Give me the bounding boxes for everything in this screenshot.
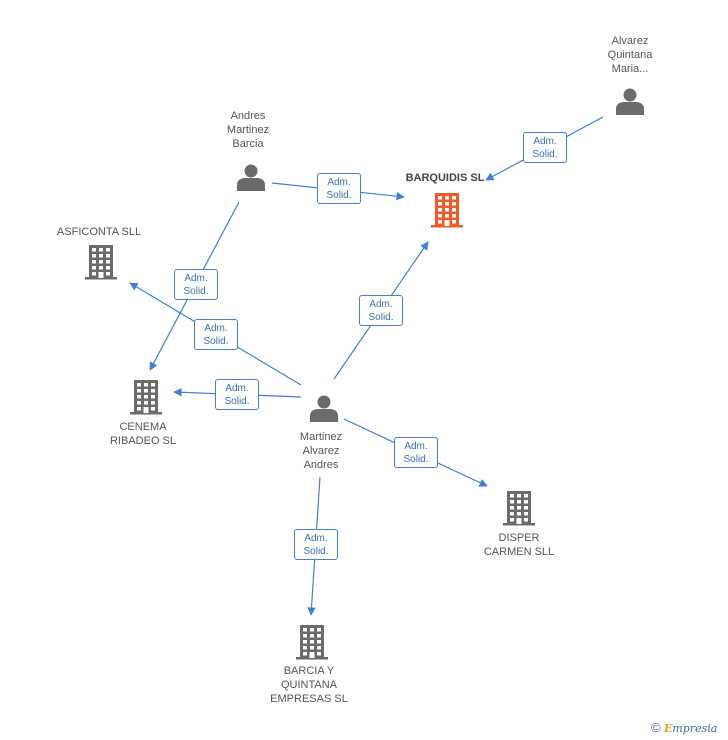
building-icon-cenema[interactable] (130, 380, 162, 415)
edge-label-line: Solid. (203, 336, 229, 347)
edge-label-line: Solid. (303, 546, 329, 557)
node-label-line: Quintana (607, 49, 653, 61)
node-label-barcia_q[interactable]: BARCIA Y QUINTANA EMPRESAS SL (249, 664, 369, 706)
person-icon-andres[interactable] (237, 164, 265, 192)
node-label-barquidis[interactable]: BARQUIDIS SL (385, 171, 505, 185)
node-label-line: BARQUIDIS SL (405, 172, 485, 184)
node-label-asficonta[interactable]: ASFICONTA SLL (39, 225, 159, 239)
edge-label-line: Adm. (533, 136, 557, 147)
person-icon-alvarez[interactable] (616, 88, 644, 116)
building-icon-barquidis[interactable] (431, 193, 463, 228)
brand-logo: Empresia (663, 722, 718, 735)
node-label-line: Barcia (232, 138, 264, 150)
person-icon-martinez[interactable] (310, 395, 338, 423)
node-label-cenema[interactable]: CENEMA RIBADEO SL (88, 420, 198, 448)
edge-label-line: Adm. (304, 533, 328, 544)
building-icon-barcia_q[interactable] (296, 625, 328, 660)
node-label-line: EMPRESAS SL (270, 693, 348, 705)
edge-label-line: Solid. (532, 149, 558, 160)
edge-label-line: Adm. (225, 383, 249, 394)
edge-label-line: Solid. (224, 396, 250, 407)
node-label-line: Alvarez (302, 445, 340, 457)
edge-label-martinez-to-barquidis[interactable]: Adm. Solid. (359, 295, 403, 326)
edge-label-alvarez-to-barquidis[interactable]: Adm. Solid. (523, 132, 567, 163)
edge-label-line: Solid. (183, 286, 209, 297)
edge-label-line: Adm. (327, 177, 351, 188)
node-label-line: Martinez (299, 431, 343, 443)
edge-label-line: Adm. (184, 273, 208, 284)
node-label-line: Maria... (611, 63, 649, 75)
node-label-line: CENEMA (119, 421, 167, 433)
node-label-line: Alvarez (611, 35, 649, 47)
node-label-line: QUINTANA (280, 679, 338, 691)
building-icon-disper[interactable] (503, 491, 535, 526)
building-icon-asficonta[interactable] (85, 245, 117, 280)
edge-label-line: Solid. (403, 454, 429, 465)
node-label-disper[interactable]: DISPER CARMEN SLL (464, 531, 574, 559)
edge-label-line: Adm. (369, 299, 393, 310)
edge-label-andres-to-cenema[interactable]: Adm. Solid. (174, 269, 218, 300)
edge-label-martinez-to-cenema[interactable]: Adm. Solid. (215, 379, 259, 410)
edge-label-line: Adm. (404, 441, 428, 452)
edge-label-andres-to-barquidis[interactable]: Adm. Solid. (317, 173, 361, 204)
node-label-line: Andres (230, 110, 266, 122)
edge-label-line: Solid. (326, 190, 352, 201)
edge-label-martinez-to-barcia_q[interactable]: Adm. Solid. (294, 529, 338, 560)
edge-label-martinez-to-disper[interactable]: Adm. Solid. (394, 437, 438, 468)
node-label-line: RIBADEO SL (109, 435, 177, 447)
node-label-line: Martinez (226, 124, 270, 136)
nodes-layer (85, 88, 644, 660)
edge-label-line: Adm. (204, 323, 228, 334)
node-label-line: CARMEN SLL (483, 546, 555, 558)
node-label-line: DISPER (498, 532, 540, 544)
copyright-icon: © (651, 720, 661, 735)
footer-brand[interactable]: © Empresia (651, 720, 717, 735)
node-label-line: Andres (303, 459, 339, 471)
edge-label-martinez-to-asficonta[interactable]: Adm. Solid. (194, 319, 238, 350)
edge-label-line: Solid. (368, 312, 394, 323)
node-label-line: BARCIA Y (283, 665, 335, 677)
node-label-line: ASFICONTA SLL (56, 226, 142, 238)
